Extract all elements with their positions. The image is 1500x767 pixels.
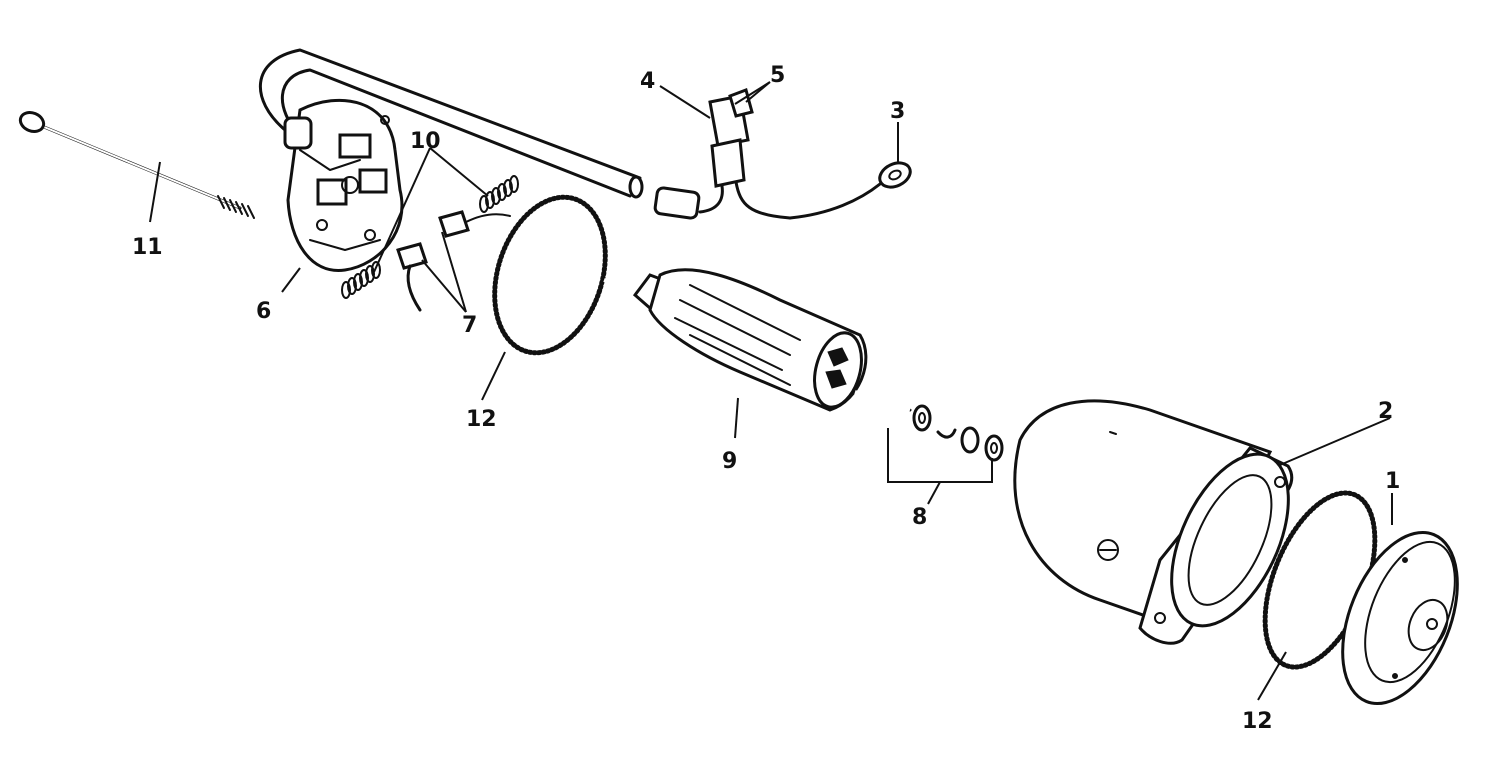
- field-frame-housing: [1013, 399, 1294, 645]
- callout-labels: 1 2 3 4 5 6 7 8 9 10 11 12 12: [132, 63, 1400, 734]
- callout-10: 10: [410, 129, 441, 154]
- callout-11: 11: [132, 235, 163, 260]
- end-cap: [1341, 530, 1459, 706]
- callout-3: 3: [890, 99, 905, 124]
- callout-12-right: 12: [1242, 709, 1273, 734]
- callout-2: 2: [1378, 399, 1393, 424]
- brush-springs: [341, 175, 519, 299]
- callout-8: 8: [912, 505, 927, 530]
- gasket-ring-left: [492, 194, 608, 356]
- armature: [602, 268, 912, 412]
- callout-12-left: 12: [466, 407, 497, 432]
- callout-7: 7: [462, 313, 477, 338]
- thrust-washers: [912, 404, 1004, 462]
- callout-1: 1: [1385, 469, 1400, 494]
- callout-5: 5: [770, 63, 785, 88]
- callout-6: 6: [256, 299, 271, 324]
- leader-lines: [149, 81, 1393, 701]
- callout-4: 4: [640, 69, 655, 94]
- callout-9: 9: [722, 449, 737, 474]
- connector-assembly: [653, 88, 912, 220]
- brushes: [396, 210, 511, 312]
- through-bolt: [18, 111, 255, 219]
- brush-plate: [283, 98, 404, 272]
